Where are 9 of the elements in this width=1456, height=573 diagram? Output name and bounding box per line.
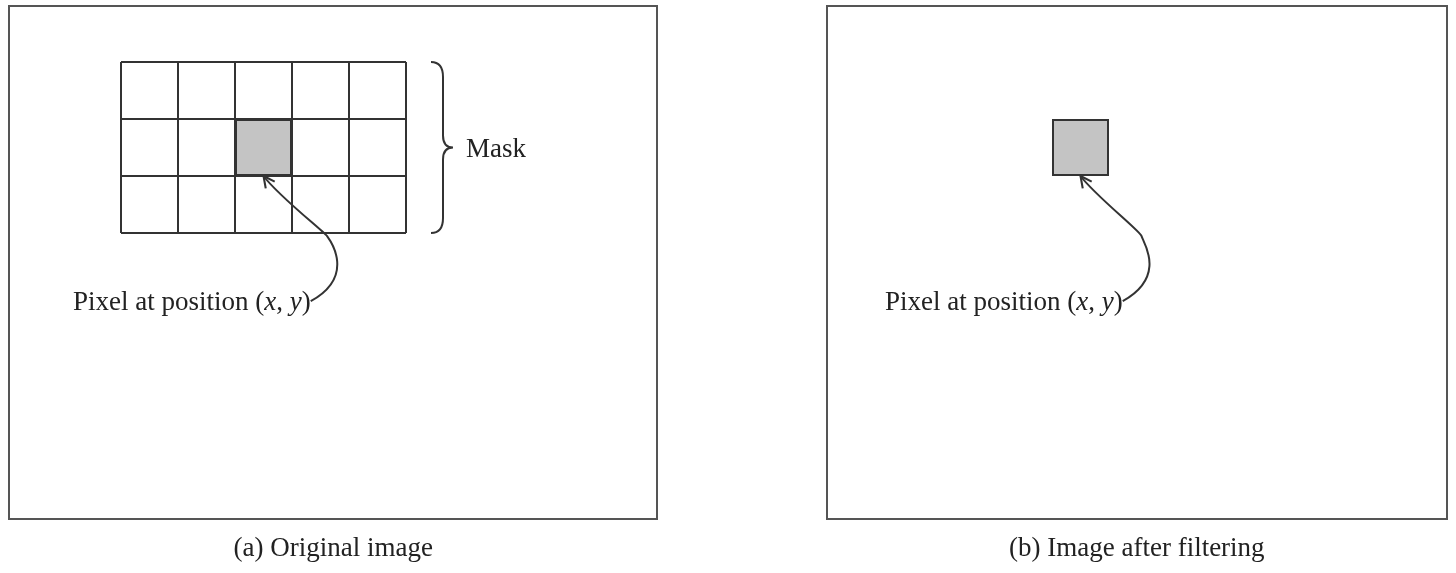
pixel-label: Pixel at position (x, y) [73,285,311,318]
pixel-cell [1052,119,1109,176]
panel-caption: (a) Original image [233,532,433,563]
panel-caption: (b) Image after filtering [1009,532,1265,563]
pixel-cell [235,119,292,176]
leader-arrow [1079,174,1151,303]
pixel-label: Pixel at position (x, y) [885,285,1123,318]
leader-arrow [262,174,339,303]
mask-label: Mask [466,131,526,164]
